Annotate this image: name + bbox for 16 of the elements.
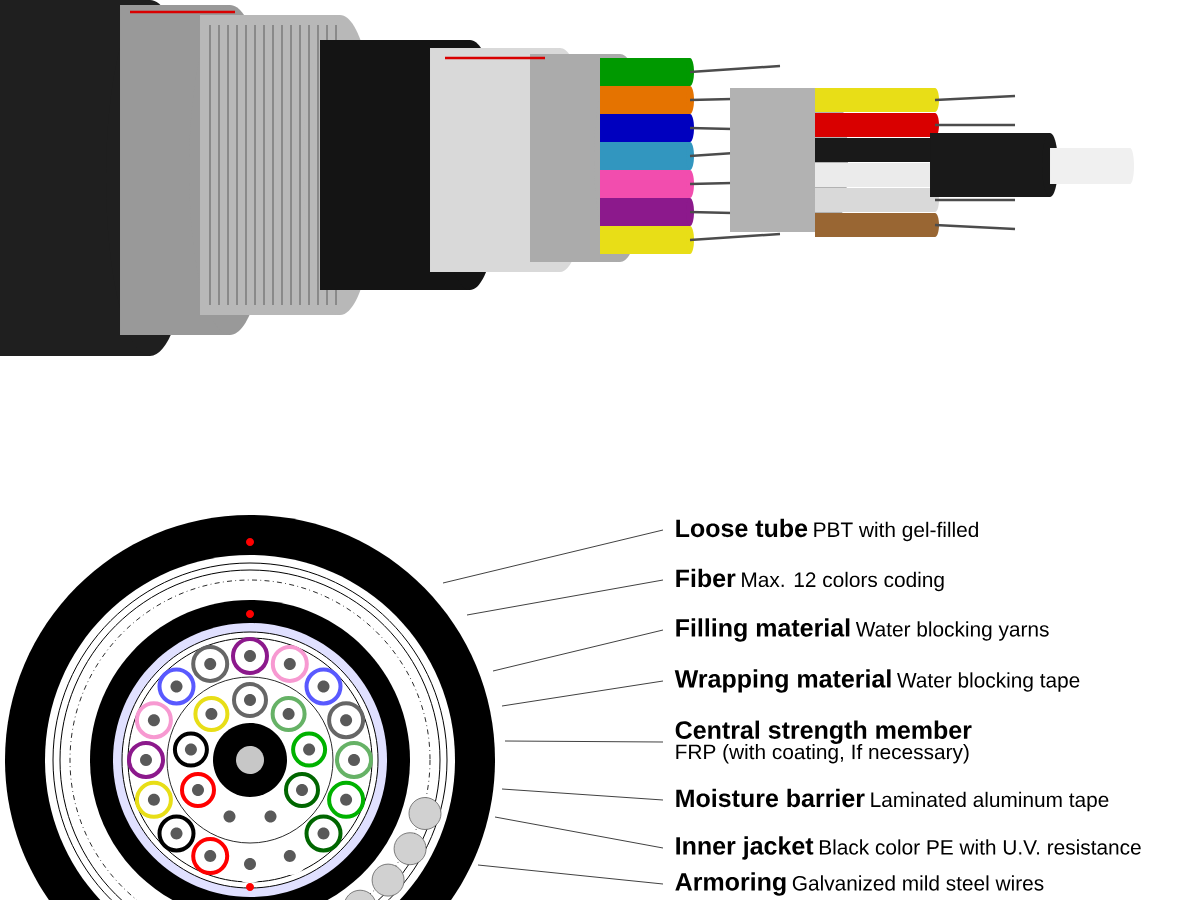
callout-label: Central strength member FRP (with coating, If necessary) (675, 720, 972, 764)
leader-line (501, 680, 664, 707)
leader-line (466, 579, 664, 616)
callout-label: Moisture barrier Laminated aluminum tape (676, 788, 1109, 812)
callout-label: Inner jacket Black color PE with U.V. resistance (676, 836, 1141, 860)
leader-line (492, 629, 664, 672)
callout-label: Filling material Water blocking yarns (676, 618, 1049, 642)
leader-line (504, 740, 664, 743)
callout-label: Loose tube PBT with gel-filled (676, 518, 978, 542)
leader-line (442, 529, 664, 584)
leader-line (477, 864, 664, 885)
leader-line (494, 816, 664, 849)
callout-label: Wrapping material Water blocking tape (674, 669, 1080, 693)
callout-label: Fiber Max. 12 colors coding (676, 568, 944, 592)
leader-line (501, 788, 664, 801)
callout-label: Armoring Galvanized mild steel wires (675, 872, 1044, 896)
